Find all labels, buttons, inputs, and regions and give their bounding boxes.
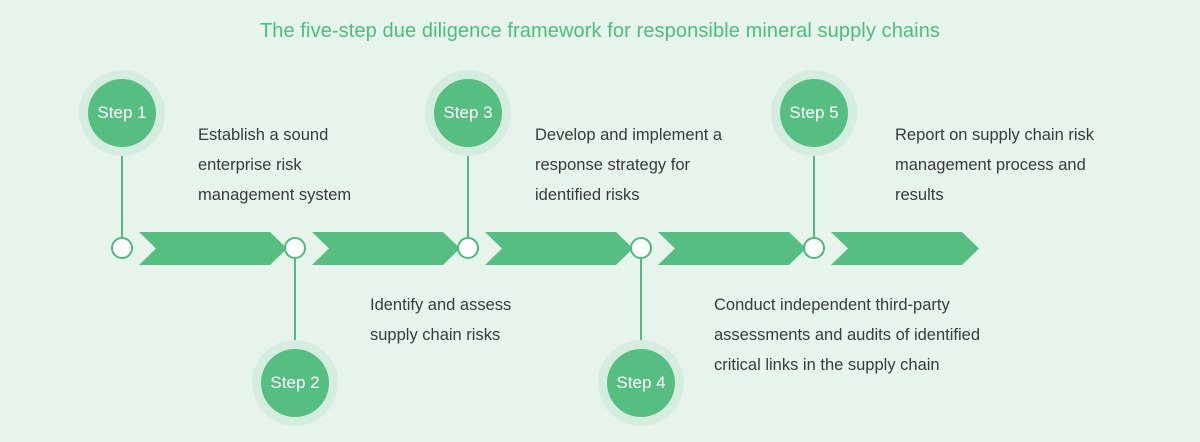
step-label-3: Step 3 — [443, 103, 493, 122]
step-label-2: Step 2 — [270, 373, 320, 392]
timeline-node-1[interactable] — [111, 237, 133, 259]
timeline-node-4[interactable] — [630, 237, 652, 259]
step-badge-1[interactable]: Step 1 — [88, 79, 156, 147]
timeline-chevron-3 — [485, 232, 633, 265]
page-title: The five-step due diligence framework fo… — [259, 20, 941, 42]
step-description-5: Report on supply chain risk management p… — [895, 126, 1095, 204]
step-badge-4[interactable]: Step 4 — [607, 349, 675, 417]
timeline-node-5[interactable] — [803, 237, 825, 259]
step-description-2: Identify and assess supply chain risks — [370, 296, 512, 344]
timeline-node-3[interactable] — [457, 237, 479, 259]
step-label-4: Step 4 — [616, 373, 666, 392]
step-badge-2[interactable]: Step 2 — [261, 349, 329, 417]
timeline-chevron-4 — [658, 232, 806, 265]
step-label-1: Step 1 — [97, 103, 147, 122]
timeline-chevron-5 — [831, 232, 979, 265]
timeline-chevron-2 — [312, 232, 460, 265]
step-description-4: Conduct independent third-party assessme… — [714, 296, 980, 374]
step-description-1: Establish a sound enterprise risk manage… — [198, 126, 352, 204]
connector-step-4 — [640, 259, 642, 351]
timeline-node-2[interactable] — [284, 237, 306, 259]
step-badge-5[interactable]: Step 5 — [780, 79, 848, 147]
step-description-3: Develop and implement a response strateg… — [535, 126, 723, 204]
connector-step-2 — [294, 259, 296, 351]
step-label-5: Step 5 — [789, 103, 839, 122]
connector-step-5 — [813, 146, 815, 238]
step-badge-3[interactable]: Step 3 — [434, 79, 502, 147]
timeline-chevron-1 — [139, 232, 287, 265]
connector-step-3 — [467, 146, 469, 238]
connector-step-1 — [121, 146, 123, 238]
